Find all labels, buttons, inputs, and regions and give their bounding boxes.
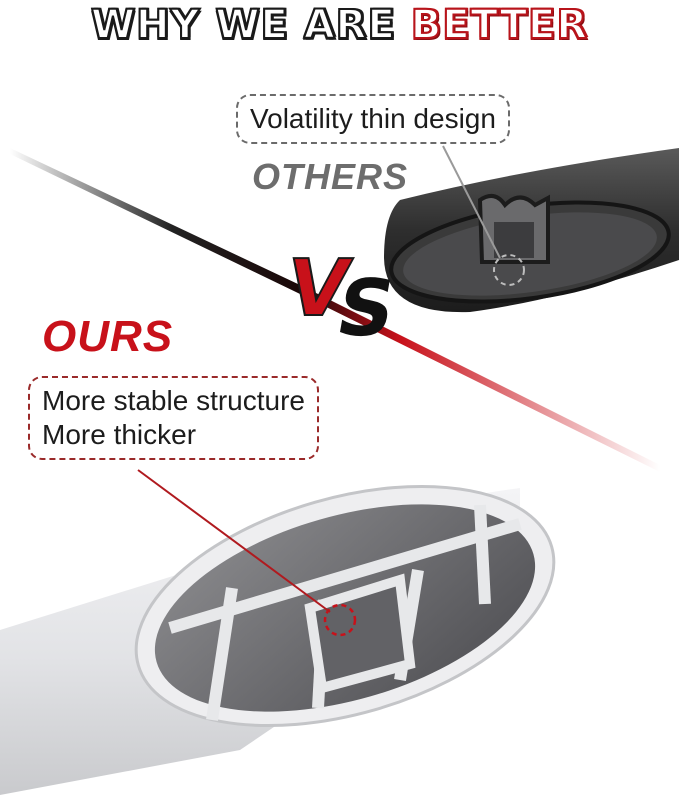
others-pointer-line [442, 145, 501, 259]
title-part-1: WHY WE ARE [90, 1, 396, 49]
ours-callout: More stable structure More thicker [28, 376, 319, 460]
title-part-2: BETTER [410, 1, 589, 49]
ours-label: OURS [42, 312, 174, 361]
others-callout-text: Volatility thin design [250, 103, 496, 134]
page-title: WHY WE ARE BETTER [0, 1, 679, 49]
others-focus-circle [493, 254, 525, 286]
ours-callout-line-2: More thicker [42, 419, 197, 450]
ours-focus-circle [323, 603, 357, 637]
divider-stripe [10, 148, 660, 472]
others-crossbar [384, 148, 679, 313]
others-label: OTHERS [252, 156, 409, 197]
ours-crossbar [0, 484, 556, 795]
ours-pointer-line [137, 469, 331, 613]
ours-callout-line-1: More stable structure [42, 385, 305, 416]
others-callout: Volatility thin design [236, 94, 510, 144]
vs-badge: VS [279, 243, 402, 354]
